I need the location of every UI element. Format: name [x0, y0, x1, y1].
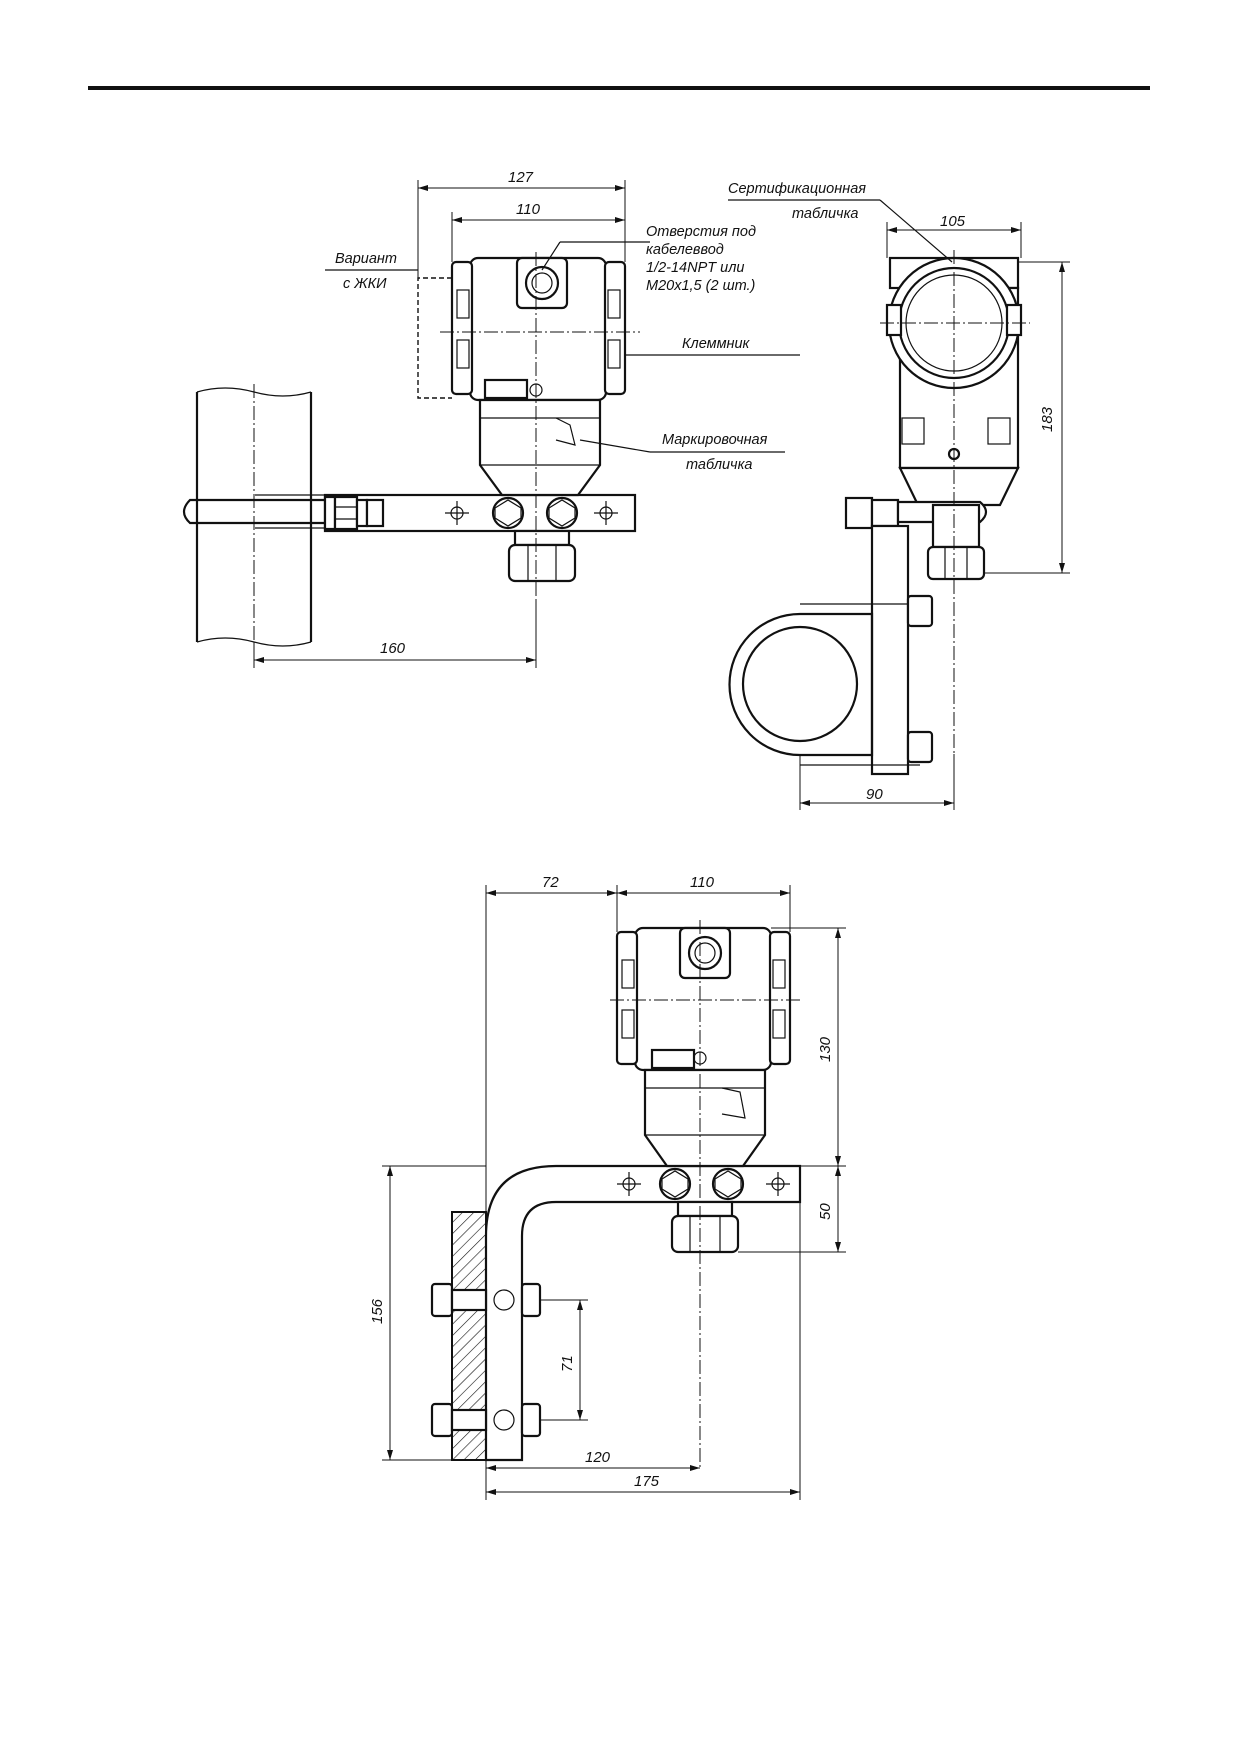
wall-mount-nuts [658, 1167, 745, 1201]
transmitter-housing [450, 256, 627, 402]
view2-dimensions [728, 199, 1070, 810]
bracket-holes [445, 501, 618, 525]
view3-dimensions [382, 885, 846, 1500]
view-wall-mount [430, 920, 802, 1470]
wall-transmitter-neck [643, 1068, 767, 1168]
lcd-variant-outline [417, 277, 452, 399]
front-neck [898, 466, 1020, 507]
dim-105: 105 [940, 213, 966, 230]
dim-156: 156 [369, 1298, 386, 1324]
dim-71: 71 [559, 1355, 576, 1372]
dim-110-top: 110 [516, 201, 541, 218]
label-holes-line2: кабелеввод [646, 242, 724, 258]
front-fitting [926, 503, 986, 581]
view1-dimensions [253, 180, 800, 668]
dim-50: 50 [817, 1203, 834, 1220]
l-bracket-holes [493, 1172, 790, 1431]
label-holes-line3: 1/2-14NPT или [646, 260, 744, 276]
dim-175: 175 [634, 1473, 660, 1490]
wall-transmitter-housing [615, 926, 792, 1072]
u-bolt-nuts [323, 495, 385, 531]
label-marking-line1: Маркировочная [662, 432, 768, 448]
label-variant-line2: с ЖКИ [343, 276, 387, 292]
label-terminal: Клеммник [682, 336, 751, 352]
dim-130: 130 [817, 1036, 834, 1062]
l-bracket [484, 1164, 802, 1462]
view2-labels: Сертификационная табличка 105 183 90 [728, 181, 1056, 803]
label-marking-line2: табличка [686, 457, 752, 473]
horizontal-pipe [728, 603, 920, 766]
transmitter-neck [478, 398, 602, 497]
process-fitting [507, 529, 577, 583]
label-holes-line1: Отверстия под [646, 224, 756, 240]
dim-127: 127 [508, 169, 534, 186]
label-holes-line4: M20x1,5 (2 шт.) [646, 278, 755, 294]
wall-process-fitting [670, 1200, 740, 1254]
mounting-nuts [491, 496, 579, 530]
front-housing [885, 256, 1023, 470]
view1-labels: 127 110 160 Вариант с ЖКИ Отверстия под … [335, 169, 768, 657]
label-cert-line1: Сертификационная [728, 181, 866, 197]
dim-183: 183 [1039, 406, 1056, 432]
dim-160: 160 [380, 640, 406, 657]
dim-110-bottom: 110 [690, 874, 715, 891]
view-front-horizontal-pipe [728, 250, 1030, 810]
label-variant-line1: Вариант [335, 251, 397, 267]
view3-labels: 72 110 130 50 156 71 120 175 [369, 874, 834, 1490]
front-bracket-plate [870, 524, 910, 776]
dim-90: 90 [866, 786, 883, 803]
dim-120: 120 [585, 1449, 611, 1466]
dim-72: 72 [542, 874, 559, 891]
view-side-vertical-pipe [182, 252, 640, 660]
front-ubolt-nuts [906, 594, 934, 764]
u-bolt [182, 494, 325, 529]
label-cert-line2: табличка [792, 206, 858, 222]
